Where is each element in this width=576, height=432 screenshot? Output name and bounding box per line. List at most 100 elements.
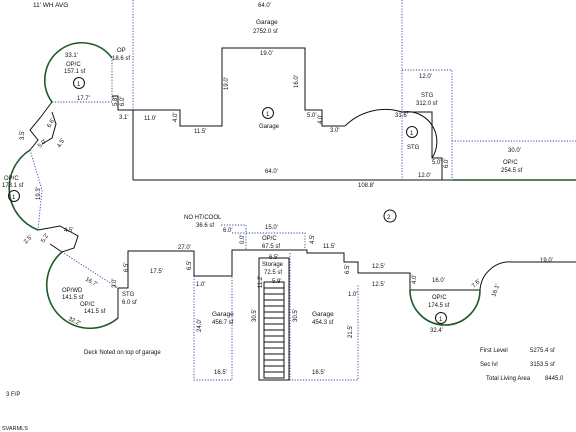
- opc-right-label: OP/C: [503, 160, 518, 166]
- dim-6-6: 6.6': [47, 118, 57, 129]
- dim-17-7: 17.7': [77, 96, 90, 102]
- dim-16-0: 16.0': [294, 75, 300, 88]
- dim-4-0b: 4.0': [173, 113, 179, 123]
- marker-1-label: 1: [439, 317, 443, 323]
- lower-left-decks: [37, 225, 119, 330]
- opc-mid-area: 67.5 sf: [262, 244, 280, 250]
- dim-19-0b: 19.0': [224, 77, 230, 90]
- garage-right-area: 454.3 sf: [312, 320, 334, 326]
- dim-30-5b: 30.5': [293, 309, 299, 322]
- dim-2-5: 2.5': [23, 234, 34, 245]
- dim-17-5: 17.5': [150, 269, 163, 275]
- dim-15-0: 15.0': [265, 225, 278, 231]
- marker-1-label: 1: [77, 82, 81, 88]
- dim-top-width: 64.0': [258, 3, 271, 9]
- dim-4-0c: 4.0': [412, 275, 418, 285]
- marker-1-icon: [435, 312, 447, 324]
- dim-12-5b: 12.5': [372, 282, 385, 288]
- sec-lvl-value: 3153.5 sf: [530, 362, 555, 368]
- top-left-porch: [44, 42, 133, 111]
- dim-11-5b: 11.5': [323, 244, 335, 250]
- dim-6-0a: 6.0': [120, 97, 126, 107]
- opc-bl-area: 141.5 sf: [84, 309, 106, 315]
- section-2-label: 2: [387, 214, 391, 221]
- dim-24-0: 24.0': [197, 319, 203, 332]
- marker-1-icon: [406, 126, 418, 138]
- dim-33-1: 33.1': [65, 53, 78, 59]
- dim-19-3: 19.3': [36, 187, 42, 200]
- dim-0-0: 0.0': [240, 235, 246, 245]
- dim-5-0a: 5.0': [307, 113, 317, 119]
- dim-6-0c: 6.0': [223, 228, 233, 234]
- stg-name: STG: [421, 93, 434, 99]
- dim-108-8: 108.8': [358, 183, 374, 189]
- op-small-label: OP: [117, 48, 126, 54]
- first-level-label: First Level: [480, 348, 508, 354]
- opc-left-area: 173.1 sf: [2, 183, 24, 189]
- stg-top-dim: 12.0': [419, 74, 432, 80]
- dim-5-0c: 5.0': [37, 138, 48, 149]
- dim-6-5: 6.5': [124, 263, 130, 273]
- marker-1-icon: [8, 190, 20, 202]
- storage-area: 72.5 sf: [264, 270, 282, 276]
- garage-main-area: 2752.0 sf: [253, 29, 278, 35]
- opc-top-left-area: 157.1 sf: [64, 69, 86, 75]
- dim-3-0b: 3.0': [112, 279, 118, 289]
- dim-16-5: 16.5': [214, 370, 227, 376]
- opc-br-label: OP/C: [432, 295, 447, 301]
- dim-6-5c: 6.5': [187, 261, 193, 271]
- opwd-label: OP/WD: [62, 288, 83, 294]
- garage-left-label: Garage: [212, 311, 234, 318]
- opc-bl-label: OP/C: [80, 302, 95, 308]
- dim-11-0: 11.0': [144, 116, 156, 122]
- total-living-label: Total Living Area: [486, 376, 531, 382]
- dim-32-2: 32.2': [67, 316, 81, 327]
- dim-30-5: 30.5': [252, 309, 258, 322]
- dim-12-5: 12.5': [372, 264, 385, 270]
- dim-5-8: 5.8': [113, 97, 119, 107]
- lower-level-block: [118, 224, 576, 381]
- dim-5-2: 5.2': [41, 233, 51, 244]
- garage-right-label: Garage: [312, 311, 334, 318]
- opc-br-area: 174.5 sf: [428, 303, 450, 309]
- dim-16-5b: 16.5': [312, 370, 325, 376]
- opc-mid-label: OP/C: [262, 236, 277, 242]
- garage-main-label: Garage: [256, 19, 278, 26]
- dim-30-0: 30.0': [508, 148, 521, 154]
- fireplace-count: 3 F/P: [6, 392, 20, 398]
- dim-27-0: 27.0': [178, 245, 191, 251]
- watermark: SVARMLS: [2, 426, 28, 432]
- dim-4-0a: 4.0': [318, 115, 324, 125]
- marker-1-icon: [73, 77, 85, 89]
- dim-11-2: 11.2': [258, 276, 264, 288]
- dim-3-0: 3.0': [330, 128, 340, 134]
- stg-small-area: 6.0 sf: [122, 300, 137, 306]
- dim-bottom-64: 64.0': [265, 169, 278, 175]
- dim-4-5: 4.5': [57, 138, 67, 149]
- dim-6-0b: 6.0': [444, 159, 450, 169]
- dim-19-0: 19.0': [260, 51, 273, 57]
- no-ht-area: 36.6 sf: [196, 223, 214, 229]
- garage-left-area: 456.7 sf: [212, 320, 234, 326]
- opc-left-arc: [8, 149, 39, 231]
- stg-area: 312.0 sf: [416, 101, 438, 107]
- marker-1-label: 1: [266, 112, 270, 118]
- dim-11-5: 11.5': [194, 129, 206, 135]
- stg-small-label: STG: [122, 292, 135, 298]
- dim-32-4: 32.4': [430, 328, 443, 334]
- dim-1-0: 1.0': [196, 282, 206, 288]
- dim-19-0c: 19.0': [540, 258, 553, 264]
- left-connector: [29, 101, 57, 151]
- first-level-value: 5275.4 sf: [530, 348, 555, 354]
- dim-1-0b: 1.0': [348, 292, 358, 298]
- sec-lvl-label: Sec lvl: [480, 362, 498, 368]
- dim-12-0: 12.0': [418, 173, 431, 179]
- marker-1-label: 1: [410, 131, 414, 137]
- dim-5-9: 5.9': [272, 279, 282, 285]
- staircase: [258, 257, 290, 381]
- no-ht-label: NO HT/COOL: [184, 215, 222, 221]
- stg-name2: STG: [407, 145, 420, 151]
- opc-top-left-label: OP/C: [66, 62, 81, 68]
- opc-left-label: OP/C: [4, 176, 19, 182]
